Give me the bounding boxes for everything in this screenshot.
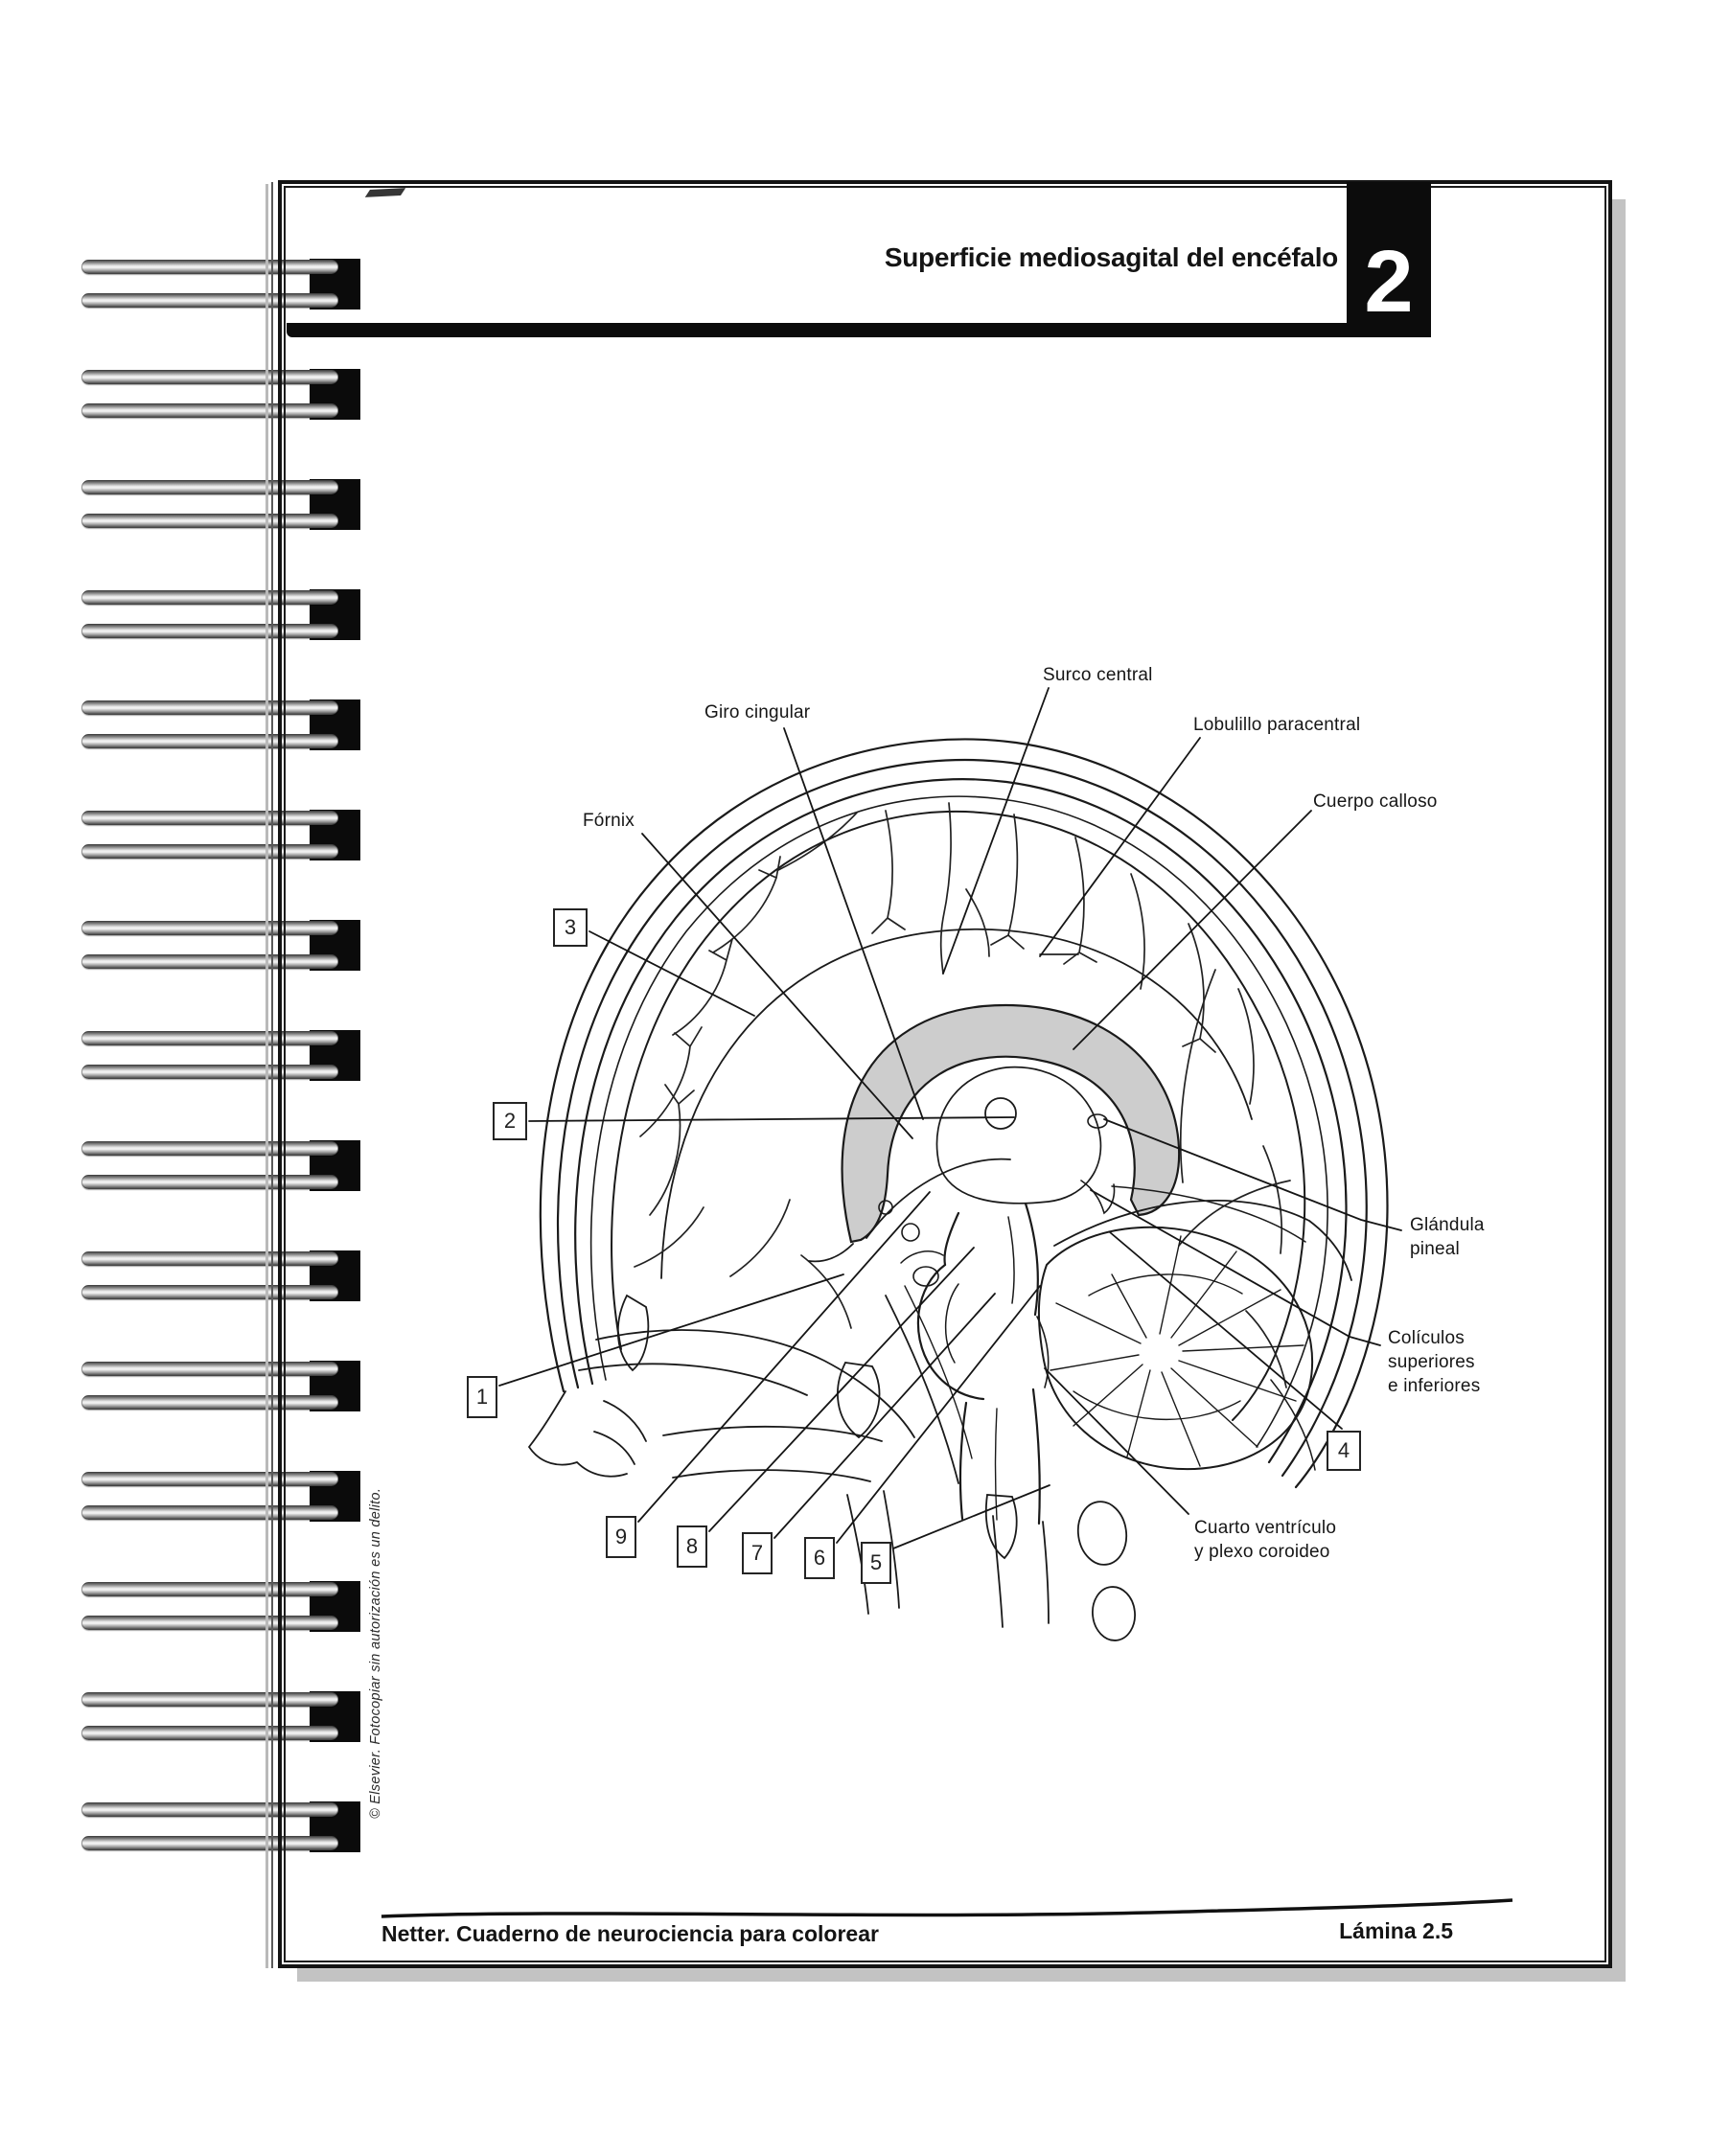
deep-structures <box>808 1003 1352 1525</box>
spiral-coil-wire <box>81 921 338 935</box>
numbered-box-7: 7 <box>742 1532 773 1574</box>
spiral-coil-wire <box>81 734 338 748</box>
numbered-box-5: 5 <box>861 1542 891 1584</box>
spiral-coil-wire <box>81 293 338 308</box>
spiral-coil-wire <box>81 1065 338 1079</box>
label-giro-cingular: Giro cingular <box>704 702 811 722</box>
corpus-callosum-shape <box>841 1003 1181 1244</box>
numbered-box-6: 6 <box>804 1537 835 1579</box>
numbered-box-8: 8 <box>677 1525 707 1568</box>
label-fornix: Fórnix <box>583 811 635 831</box>
spiral-coil-wire <box>81 1285 338 1299</box>
page-title: Superficie mediosagital del encéfalo <box>884 242 1338 272</box>
page-stack-edge <box>265 184 268 1968</box>
page-sheet <box>278 180 1612 1968</box>
spiral-coil-wire <box>81 260 338 274</box>
leader-lines <box>498 687 1402 1549</box>
footer-plate-number: Lámina 2.5 <box>1339 1918 1453 1943</box>
spiral-coil-wire <box>81 1251 338 1266</box>
page-stack-edge-dark <box>271 182 273 1968</box>
footer-book-title: Netter. Cuaderno de neurociencia para co… <box>381 1921 879 1946</box>
spiral-coil-wire <box>81 844 338 859</box>
numbered-box-9: 9 <box>606 1516 636 1558</box>
spiral-coil-wire <box>81 1616 338 1630</box>
label-lobulillo-paracentral: Lobulillo paracentral <box>1193 715 1361 735</box>
numbered-box-4: 4 <box>1327 1431 1361 1471</box>
label-cuarto-ventriculo: Cuarto ventrículo y plexo coroideo <box>1194 1518 1337 1563</box>
spiral-coil-wire <box>81 514 338 528</box>
label-cuerpo-calloso: Cuerpo calloso <box>1313 791 1438 812</box>
footer-rule <box>381 1898 1513 1918</box>
copyright-vertical-text: © Elsevier. Fotocopiar sin autorización … <box>368 1487 383 1819</box>
spiral-coil-wire <box>81 590 338 605</box>
gyri-sulci <box>634 802 1291 1388</box>
spiral-coil-wire <box>81 1726 338 1740</box>
spiral-coil-wire <box>81 1395 338 1410</box>
numbered-box-3: 3 <box>553 908 588 947</box>
header-rule-bar <box>287 323 1431 337</box>
spiral-coil-wire <box>81 1175 338 1189</box>
spiral-coil-wire <box>81 1836 338 1850</box>
spiral-coil-wire <box>81 1472 338 1486</box>
spiral-coil-wire <box>81 624 338 638</box>
spiral-coil-wire <box>81 1802 338 1817</box>
numbered-box-1: 1 <box>467 1376 497 1418</box>
numbered-box-2: 2 <box>493 1102 527 1140</box>
face-skull-base <box>527 1285 1316 1641</box>
spiral-coil-wire <box>81 1505 338 1520</box>
spiral-coil-wire <box>81 1031 338 1045</box>
spiral-coil-wire <box>81 480 338 494</box>
spiral-coil-wire <box>81 1582 338 1596</box>
spiral-coil-wire <box>81 954 338 969</box>
chapter-tab: 2 <box>1347 182 1431 332</box>
spiral-coil-wire <box>81 1141 338 1156</box>
spiral-coil-wire <box>81 403 338 418</box>
spiral-coil-wire <box>81 1362 338 1376</box>
label-coliculos: Colículos superiores e inferiores <box>1388 1328 1481 1397</box>
label-glandula-pineal: Glándula pineal <box>1410 1215 1485 1260</box>
spiral-coil-wire <box>81 370 338 384</box>
spiral-coil-wire <box>81 1692 338 1707</box>
chapter-number: 2 <box>1364 233 1414 331</box>
label-surco-central: Surco central <box>1043 665 1153 685</box>
cerebellum <box>1037 1226 1314 1471</box>
spiral-coil-wire <box>81 700 338 715</box>
spiral-coil-wire <box>81 811 338 825</box>
